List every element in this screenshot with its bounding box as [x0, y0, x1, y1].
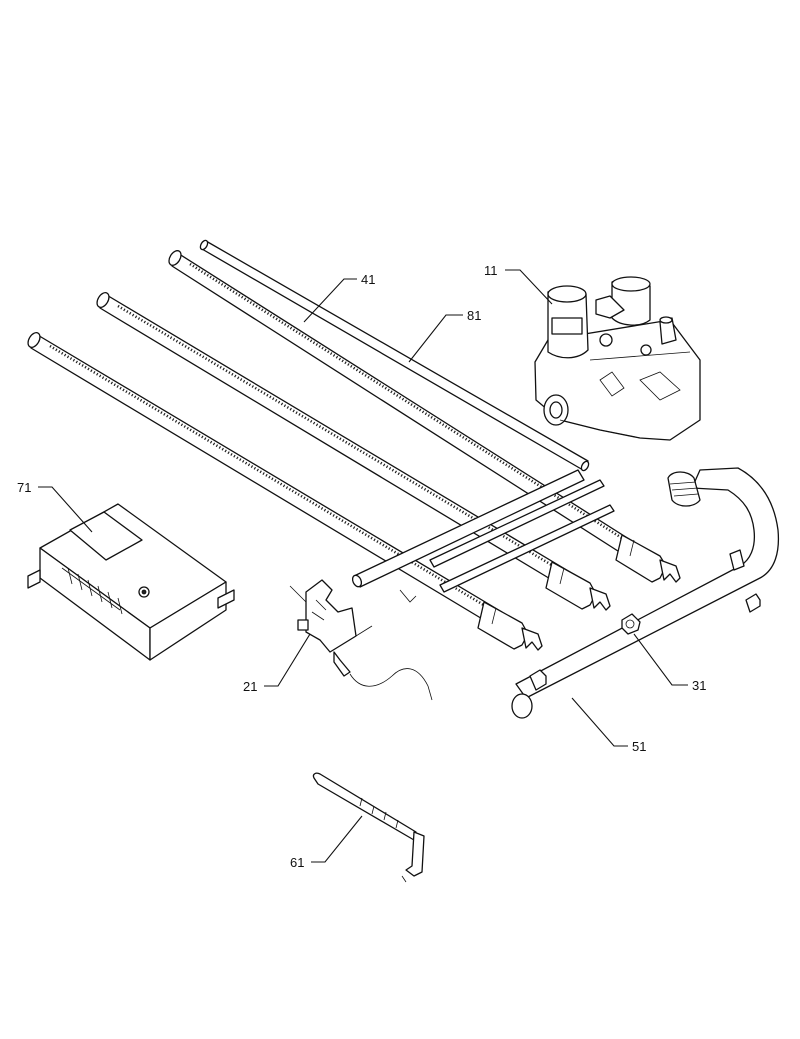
- callout-21: 21: [243, 679, 257, 694]
- leader-lines: [38, 269, 688, 863]
- callout-51: 51: [632, 739, 646, 754]
- manifold-pipe: [511, 467, 780, 719]
- control-module: [27, 503, 235, 661]
- fitting: [621, 613, 641, 635]
- burner-tubes: [27, 250, 681, 651]
- support-rod: [199, 239, 590, 472]
- igniter-bracket: [289, 579, 433, 701]
- callout-61: 61: [290, 855, 304, 870]
- pilot-tube: [312, 772, 425, 883]
- gas-valve: [534, 276, 701, 441]
- callout-labels: 71 41 81 11 21 31 51 61: [17, 263, 706, 870]
- callout-71: 71: [17, 480, 31, 495]
- burner-tube-bottom: [27, 332, 543, 651]
- burner-tube-middle: [96, 292, 611, 611]
- callout-31: 31: [692, 678, 706, 693]
- callout-11: 11: [484, 263, 498, 278]
- cross-bar: [351, 469, 615, 603]
- callout-41: 41: [361, 272, 375, 287]
- callout-81: 81: [467, 308, 481, 323]
